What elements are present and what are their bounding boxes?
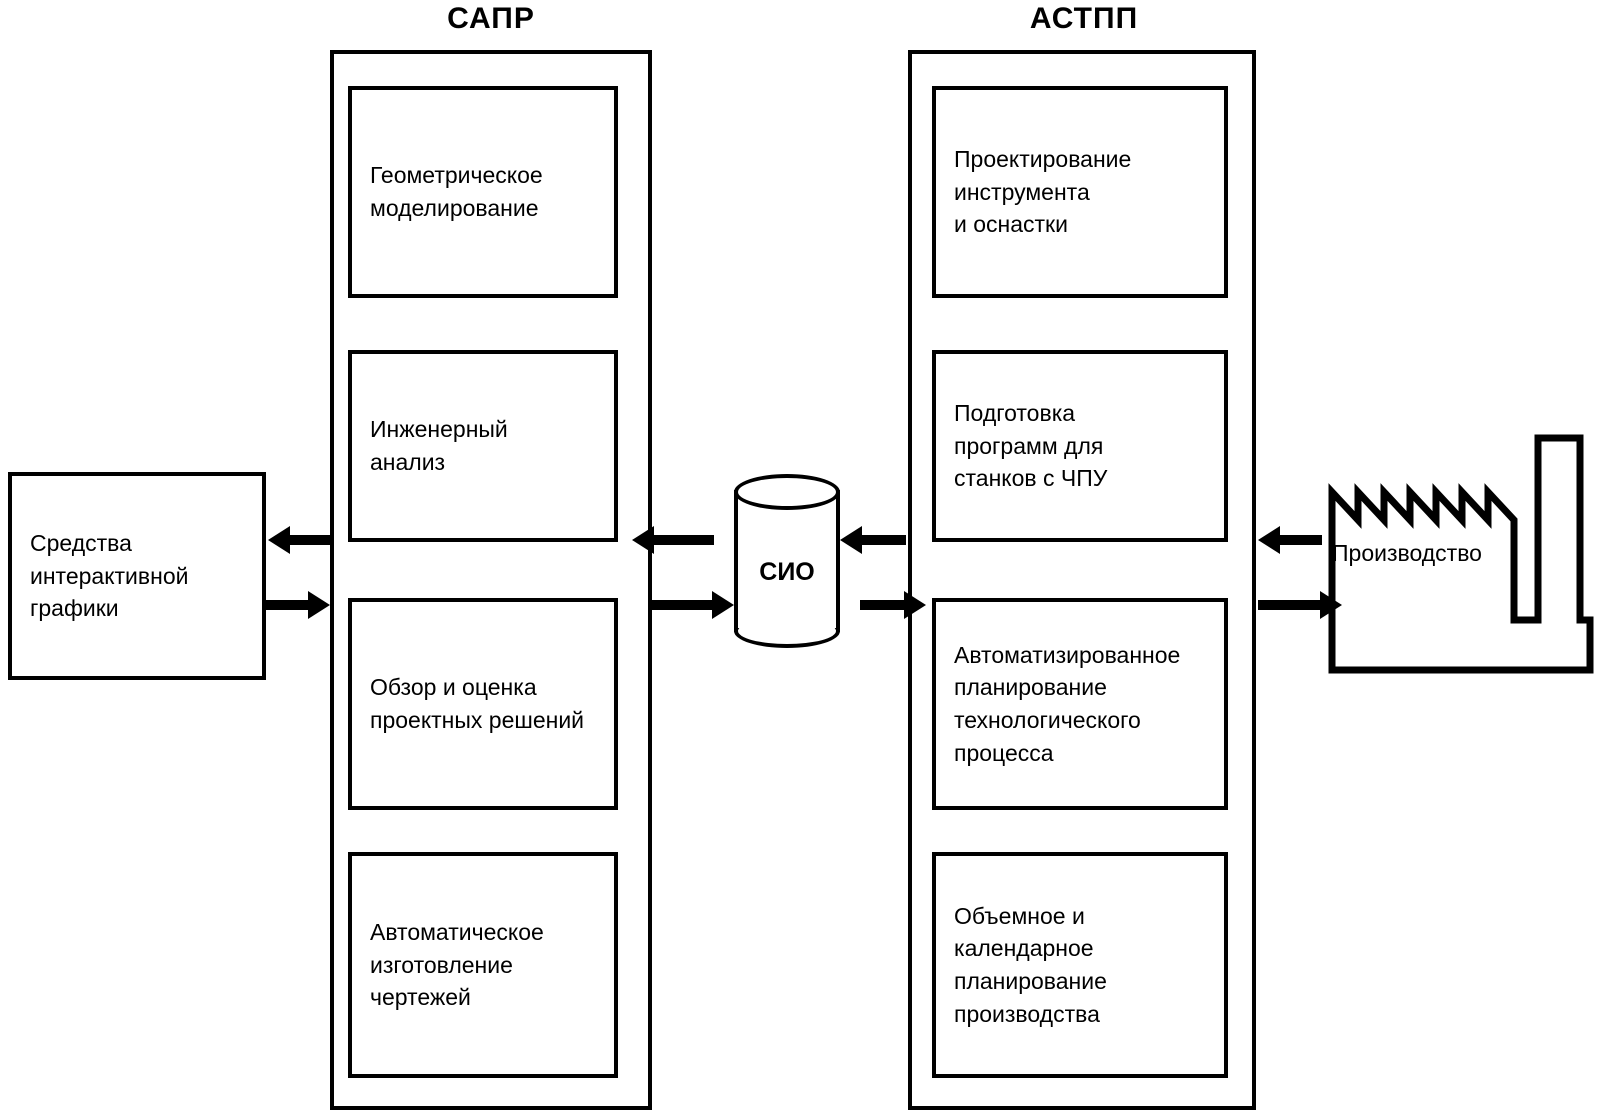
cylinder-top — [734, 474, 840, 510]
arrow-production-to-astpp — [1258, 526, 1322, 554]
node-engineering-analysis[interactable]: Инженерный анализ — [348, 350, 618, 542]
node-label: Геометрическое моделирование — [370, 162, 543, 221]
arrow-sapr-to-graphics — [268, 526, 330, 554]
node-label: Объемное и календарное планирование прои… — [954, 902, 1107, 1027]
node-label: Производство — [1332, 540, 1482, 566]
node-automatic-drafting[interactable]: Автоматическое изготовление чертежей — [348, 852, 618, 1078]
arrow-sio-to-astpp — [860, 591, 926, 619]
arrow-astpp-to-production — [1258, 591, 1342, 619]
arrow-graphics-to-sapr — [266, 591, 330, 619]
node-label: Автоматическое изготовление чертежей — [370, 919, 544, 1011]
node-production-scheduling[interactable]: Объемное и календарное планирование прои… — [932, 852, 1228, 1078]
node-interactive-graphics[interactable]: Средства интерактивной графики — [8, 472, 266, 680]
node-geometric-modeling[interactable]: Геометрическое моделирование — [348, 86, 618, 298]
arrow-sio-to-sapr — [632, 526, 714, 554]
node-label: Проектирование инструмента и оснастки — [954, 146, 1132, 238]
node-nc-programming[interactable]: Подготовка программ для станков с ЧПУ — [932, 350, 1228, 542]
node-label: Автоматизированное планирование технолог… — [954, 641, 1181, 766]
astpp-column-title: АСТПП — [1029, 2, 1139, 35]
arrow-astpp-to-sio — [840, 526, 906, 554]
factory-icon — [1328, 434, 1594, 674]
arrow-sapr-to-sio — [652, 591, 734, 619]
node-design-review[interactable]: Обзор и оценка проектных решений — [348, 598, 618, 810]
node-label: СИО — [759, 558, 815, 586]
node-production-factory[interactable]: Производство — [1296, 420, 1596, 682]
node-label: Инженерный анализ — [370, 416, 508, 475]
node-sio-database[interactable]: СИО — [734, 474, 840, 648]
node-process-planning[interactable]: Автоматизированное планирование технолог… — [932, 598, 1228, 810]
cylinder-body — [734, 490, 840, 632]
node-label: Обзор и оценка проектных решений — [370, 674, 585, 733]
node-label: Средства интерактивной графики — [30, 530, 189, 622]
node-label: Подготовка программ для станков с ЧПУ — [954, 400, 1108, 492]
sapr-column-title: САПР — [447, 2, 535, 35]
node-tooling-design[interactable]: Проектирование инструмента и оснастки — [932, 86, 1228, 298]
